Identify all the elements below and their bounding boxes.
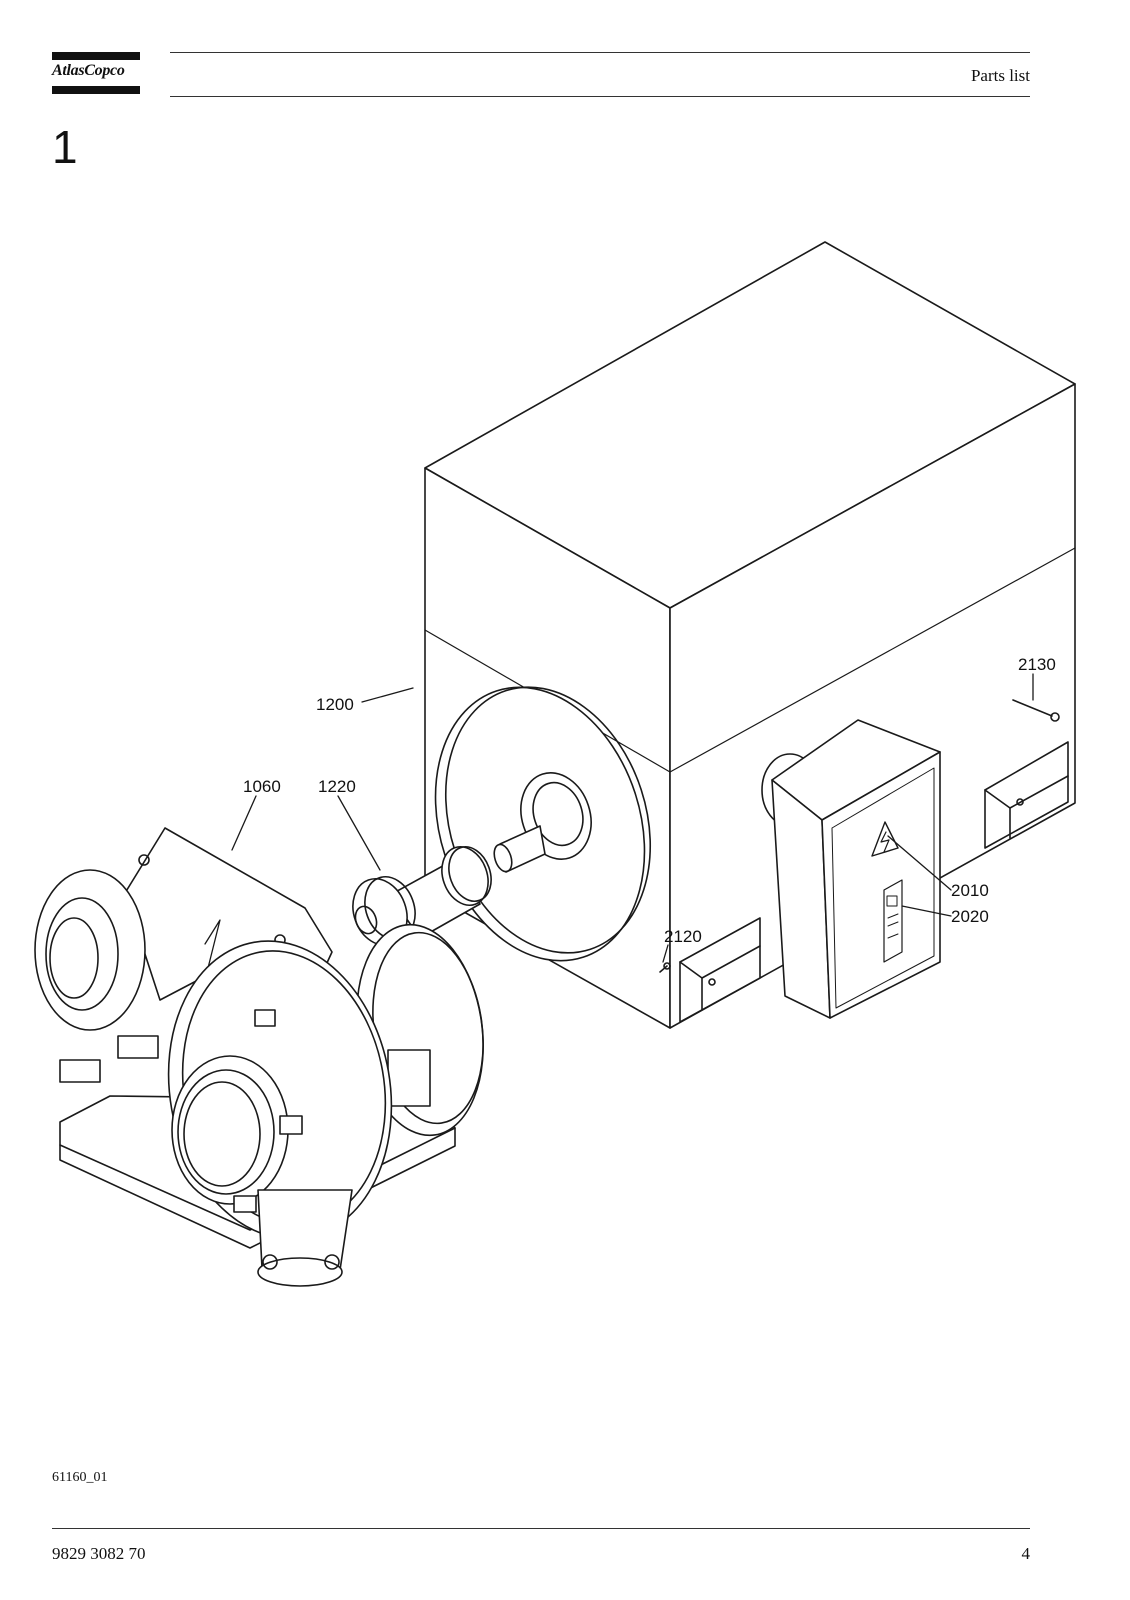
screw-2120 [659, 962, 671, 973]
screw-2130 [1012, 699, 1060, 722]
callout-1200: 1200 [316, 695, 354, 714]
header-title: Parts list [970, 66, 1030, 85]
header-rule-bottom [170, 96, 1030, 97]
compressor-element [34, 827, 484, 1287]
footer-rule [52, 1528, 1030, 1529]
document-number: 9829 3082 70 [52, 1544, 146, 1563]
logo-wordmark: AtlasCopco [52, 62, 125, 79]
callout-leaders [231, 673, 1034, 963]
terminal-box [761, 719, 941, 1019]
atlas-copco-logo: AtlasCopco [52, 52, 140, 94]
callout-2130: 2130 [1018, 655, 1056, 674]
callout-1220: 1220 [318, 777, 356, 796]
callout-2020: 2020 [951, 907, 989, 926]
logo-bar-bottom [52, 86, 140, 94]
callout-2120: 2120 [664, 927, 702, 946]
callout-2010: 2010 [951, 881, 989, 900]
header-rule-top [170, 52, 1030, 53]
logo-bar-top [52, 52, 140, 60]
coupling [352, 846, 492, 946]
page-number: 4 [1021, 1544, 1031, 1563]
callout-1060: 1060 [243, 777, 281, 796]
figure-id: 61160_01 [52, 1470, 108, 1485]
section-number: 1 [52, 121, 78, 173]
